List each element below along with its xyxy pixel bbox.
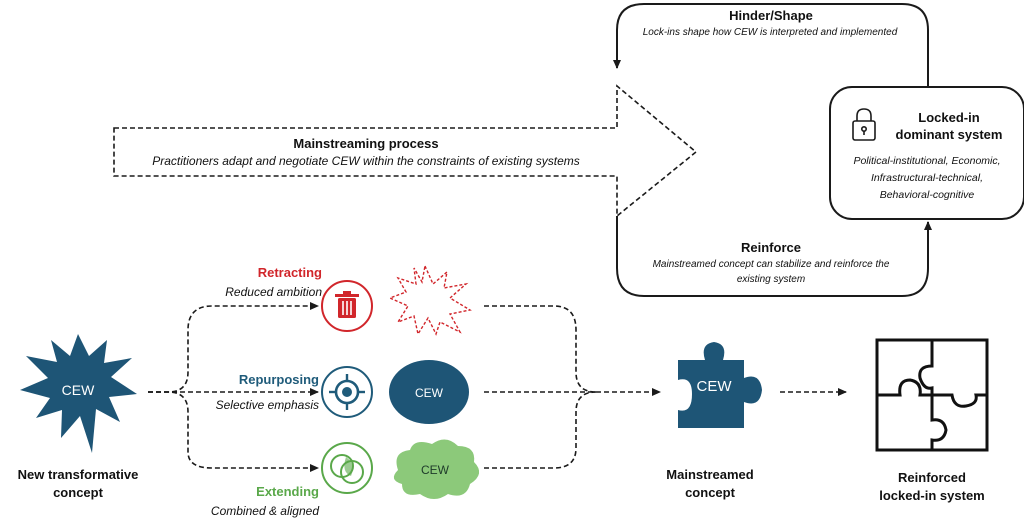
extending-description: Combined & aligned: [210, 504, 319, 518]
lock-icon: [852, 108, 876, 141]
locked-in-desc-line3: Behavioral-cognitive: [879, 189, 975, 201]
split-upper-path: [148, 302, 319, 393]
reinforced-caption-line2: locked-in system: [879, 488, 985, 503]
mainstreaming-title: Mainstreaming process: [293, 136, 439, 151]
locked-in-box: [829, 86, 1024, 220]
mainstreamed-caption-line1: Mainstreamed: [666, 467, 754, 482]
reinforced-caption-line1: Reinforced: [898, 470, 966, 485]
mainstreamed-cew-label: CEW: [696, 378, 732, 395]
new-concept-caption-line1: New transformative: [17, 467, 139, 482]
repurposing-cew-label: CEW: [415, 386, 443, 400]
mainstreamed-caption-line2: concept: [685, 485, 735, 500]
locked-in-title-line2: dominant system: [895, 127, 1003, 142]
merge-lower-path: [484, 391, 597, 469]
retracting-label: Retracting: [257, 265, 322, 280]
reinforce-title: Reinforce: [741, 240, 801, 255]
hinder-description: Lock-ins shape how CEW is interpreted an…: [642, 27, 898, 38]
hinder-loop-path: [613, 3, 929, 86]
split-lower-path: [148, 391, 319, 472]
locked-in-desc-line1: Political-institutional, Economic,: [853, 155, 1001, 167]
starburst-icon: [20, 334, 137, 453]
new-concept-cew-label: CEW: [61, 382, 95, 398]
target-icon: [321, 366, 373, 418]
broken-starburst-icon: [388, 263, 472, 336]
reinforce-loop-path: [616, 216, 932, 297]
puzzle-piece-icon: [678, 342, 762, 428]
extending-label: Extending: [256, 484, 319, 499]
mainstreaming-arrow: [113, 84, 698, 218]
trash-icon: [321, 280, 373, 332]
reinforce-desc-line2: existing system: [736, 274, 806, 285]
repurposing-cew-node: [389, 360, 469, 424]
locked-in-desc-line2: Infrastructural-technical,: [870, 172, 984, 184]
mainstreaming-description: Practitioners adapt and negotiate CEW wi…: [152, 154, 580, 168]
repurposing-description: Selective emphasis: [215, 398, 319, 412]
extending-cew-label: CEW: [421, 463, 449, 477]
extending-cew-node: [393, 439, 480, 499]
repurposing-label: Repurposing: [238, 372, 319, 387]
reinforce-desc-line1: Mainstreamed concept can stabilize and r…: [652, 259, 890, 270]
new-concept-caption-line2: concept: [53, 485, 103, 500]
merge-upper-path: [484, 305, 597, 393]
puzzle-grid-icon: [875, 338, 989, 452]
overlap-circles-icon: [321, 442, 373, 494]
locked-in-title-line1: Locked-in: [918, 110, 980, 125]
retracting-description: Reduced ambition: [225, 285, 322, 299]
hinder-title: Hinder/Shape: [729, 8, 813, 23]
